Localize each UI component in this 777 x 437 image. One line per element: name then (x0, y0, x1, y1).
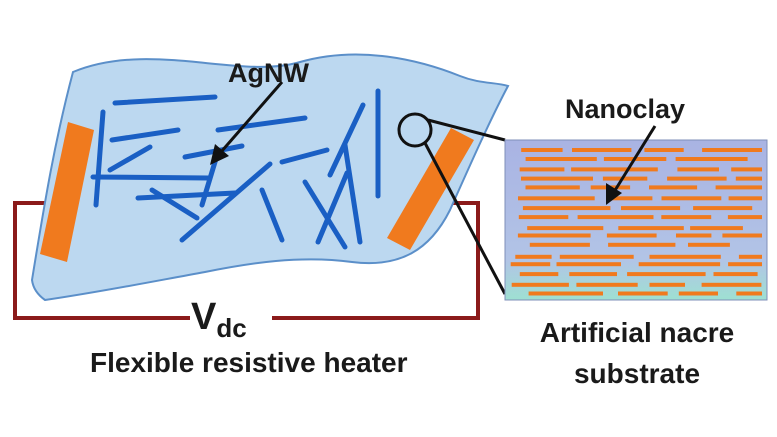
agnw-arrow (210, 81, 284, 165)
nanoclay-platelet (525, 185, 580, 190)
nanoclay-platelet (519, 272, 559, 277)
nanoclay-platelet (602, 176, 648, 181)
nanoclay-platelet (676, 233, 712, 238)
substrate-caption-line2: substrate (574, 358, 700, 389)
voltage-label: Vdc (191, 296, 247, 343)
nanoclay-platelet (735, 176, 762, 181)
nanoclay-platelet (606, 233, 657, 238)
nanoclay-platelet (518, 215, 569, 220)
nanoclay-platelet (649, 185, 698, 190)
nanoclay-platelet (522, 206, 611, 211)
nanoclay-platelet (736, 291, 762, 296)
nanoclay-platelet (638, 262, 721, 267)
nanoclay-platelet (571, 167, 658, 172)
magnifier-circle (397, 112, 433, 148)
nanoclay-platelet (728, 196, 762, 201)
nanoclay-platelet (569, 272, 617, 277)
nanoclay-platelet (644, 148, 684, 152)
nanoclay-platelet (608, 242, 676, 247)
nanoclay-platelet (661, 196, 722, 201)
magnifier-connector-bottom (423, 142, 507, 295)
nanoclay-platelet (510, 262, 551, 267)
nanoclay-platelet (577, 215, 654, 220)
heater-caption: Flexible resistive heater (90, 347, 408, 378)
nanoclay-platelet (515, 254, 552, 259)
substrate-caption-line1: Artificial nacre (540, 317, 735, 348)
nanoclay-platelet (618, 226, 684, 231)
nanoclay-platelet (738, 254, 762, 259)
nanoclay-platelet (690, 226, 743, 231)
nanoclay-platelet (527, 226, 604, 231)
nanoclay-platelet (727, 215, 762, 220)
nanoclay-platelet (678, 291, 718, 296)
silver-nanowires (90, 88, 381, 250)
nanoclay-platelet (511, 282, 569, 287)
nanoclay-arrow (606, 125, 657, 205)
nanoclay-platelet (649, 282, 685, 287)
left-electrode (40, 122, 94, 262)
nanoclay-platelet (713, 272, 758, 277)
right-electrode (387, 128, 474, 250)
nanoclay-platelet (556, 262, 621, 267)
nanoclay-platelet (701, 282, 762, 287)
nanoclay-platelet (529, 242, 590, 247)
nanoclay-platelet (722, 233, 762, 238)
nanoclay-platelet (528, 291, 603, 296)
nanoclay-platelet (525, 157, 597, 161)
nanoclay-platelet (693, 206, 753, 211)
agnw-label: AgNW (228, 58, 309, 88)
nanoclay-platelet (715, 185, 762, 190)
nanoclay-platelet (609, 196, 653, 201)
nanoclay-platelet (728, 262, 762, 267)
nanoclay-platelet (675, 157, 748, 161)
nanoclay-platelet (661, 215, 712, 220)
nanoclay-platelet (559, 254, 634, 259)
nanoclay-platelet (572, 148, 632, 152)
nanoclay-platelet (702, 148, 762, 152)
nanoclay-platelet (521, 148, 563, 152)
nanoclay-platelet (667, 176, 727, 181)
nanoclay-platelet (649, 254, 721, 259)
nanoclay-platelet (677, 167, 719, 172)
nanoclay-platelet (731, 167, 762, 172)
nanoclay-platelet (618, 291, 668, 296)
voltage-symbol: V (191, 296, 217, 338)
nanoclay-platelet (688, 242, 730, 247)
nanoclay-platelet (518, 196, 595, 201)
magnifier-connector-top (427, 118, 506, 142)
nanoclay-platelet (521, 176, 593, 181)
nanoclay-platelet (519, 167, 565, 172)
nanoclay-platelet (517, 233, 591, 238)
nanoclay-platelet (627, 272, 706, 277)
nanoclay-label: Nanoclay (565, 94, 685, 124)
voltage-subscript: dc (216, 313, 246, 343)
nanoclay-platelet (576, 282, 638, 287)
nanoclay-platelet (621, 206, 681, 211)
